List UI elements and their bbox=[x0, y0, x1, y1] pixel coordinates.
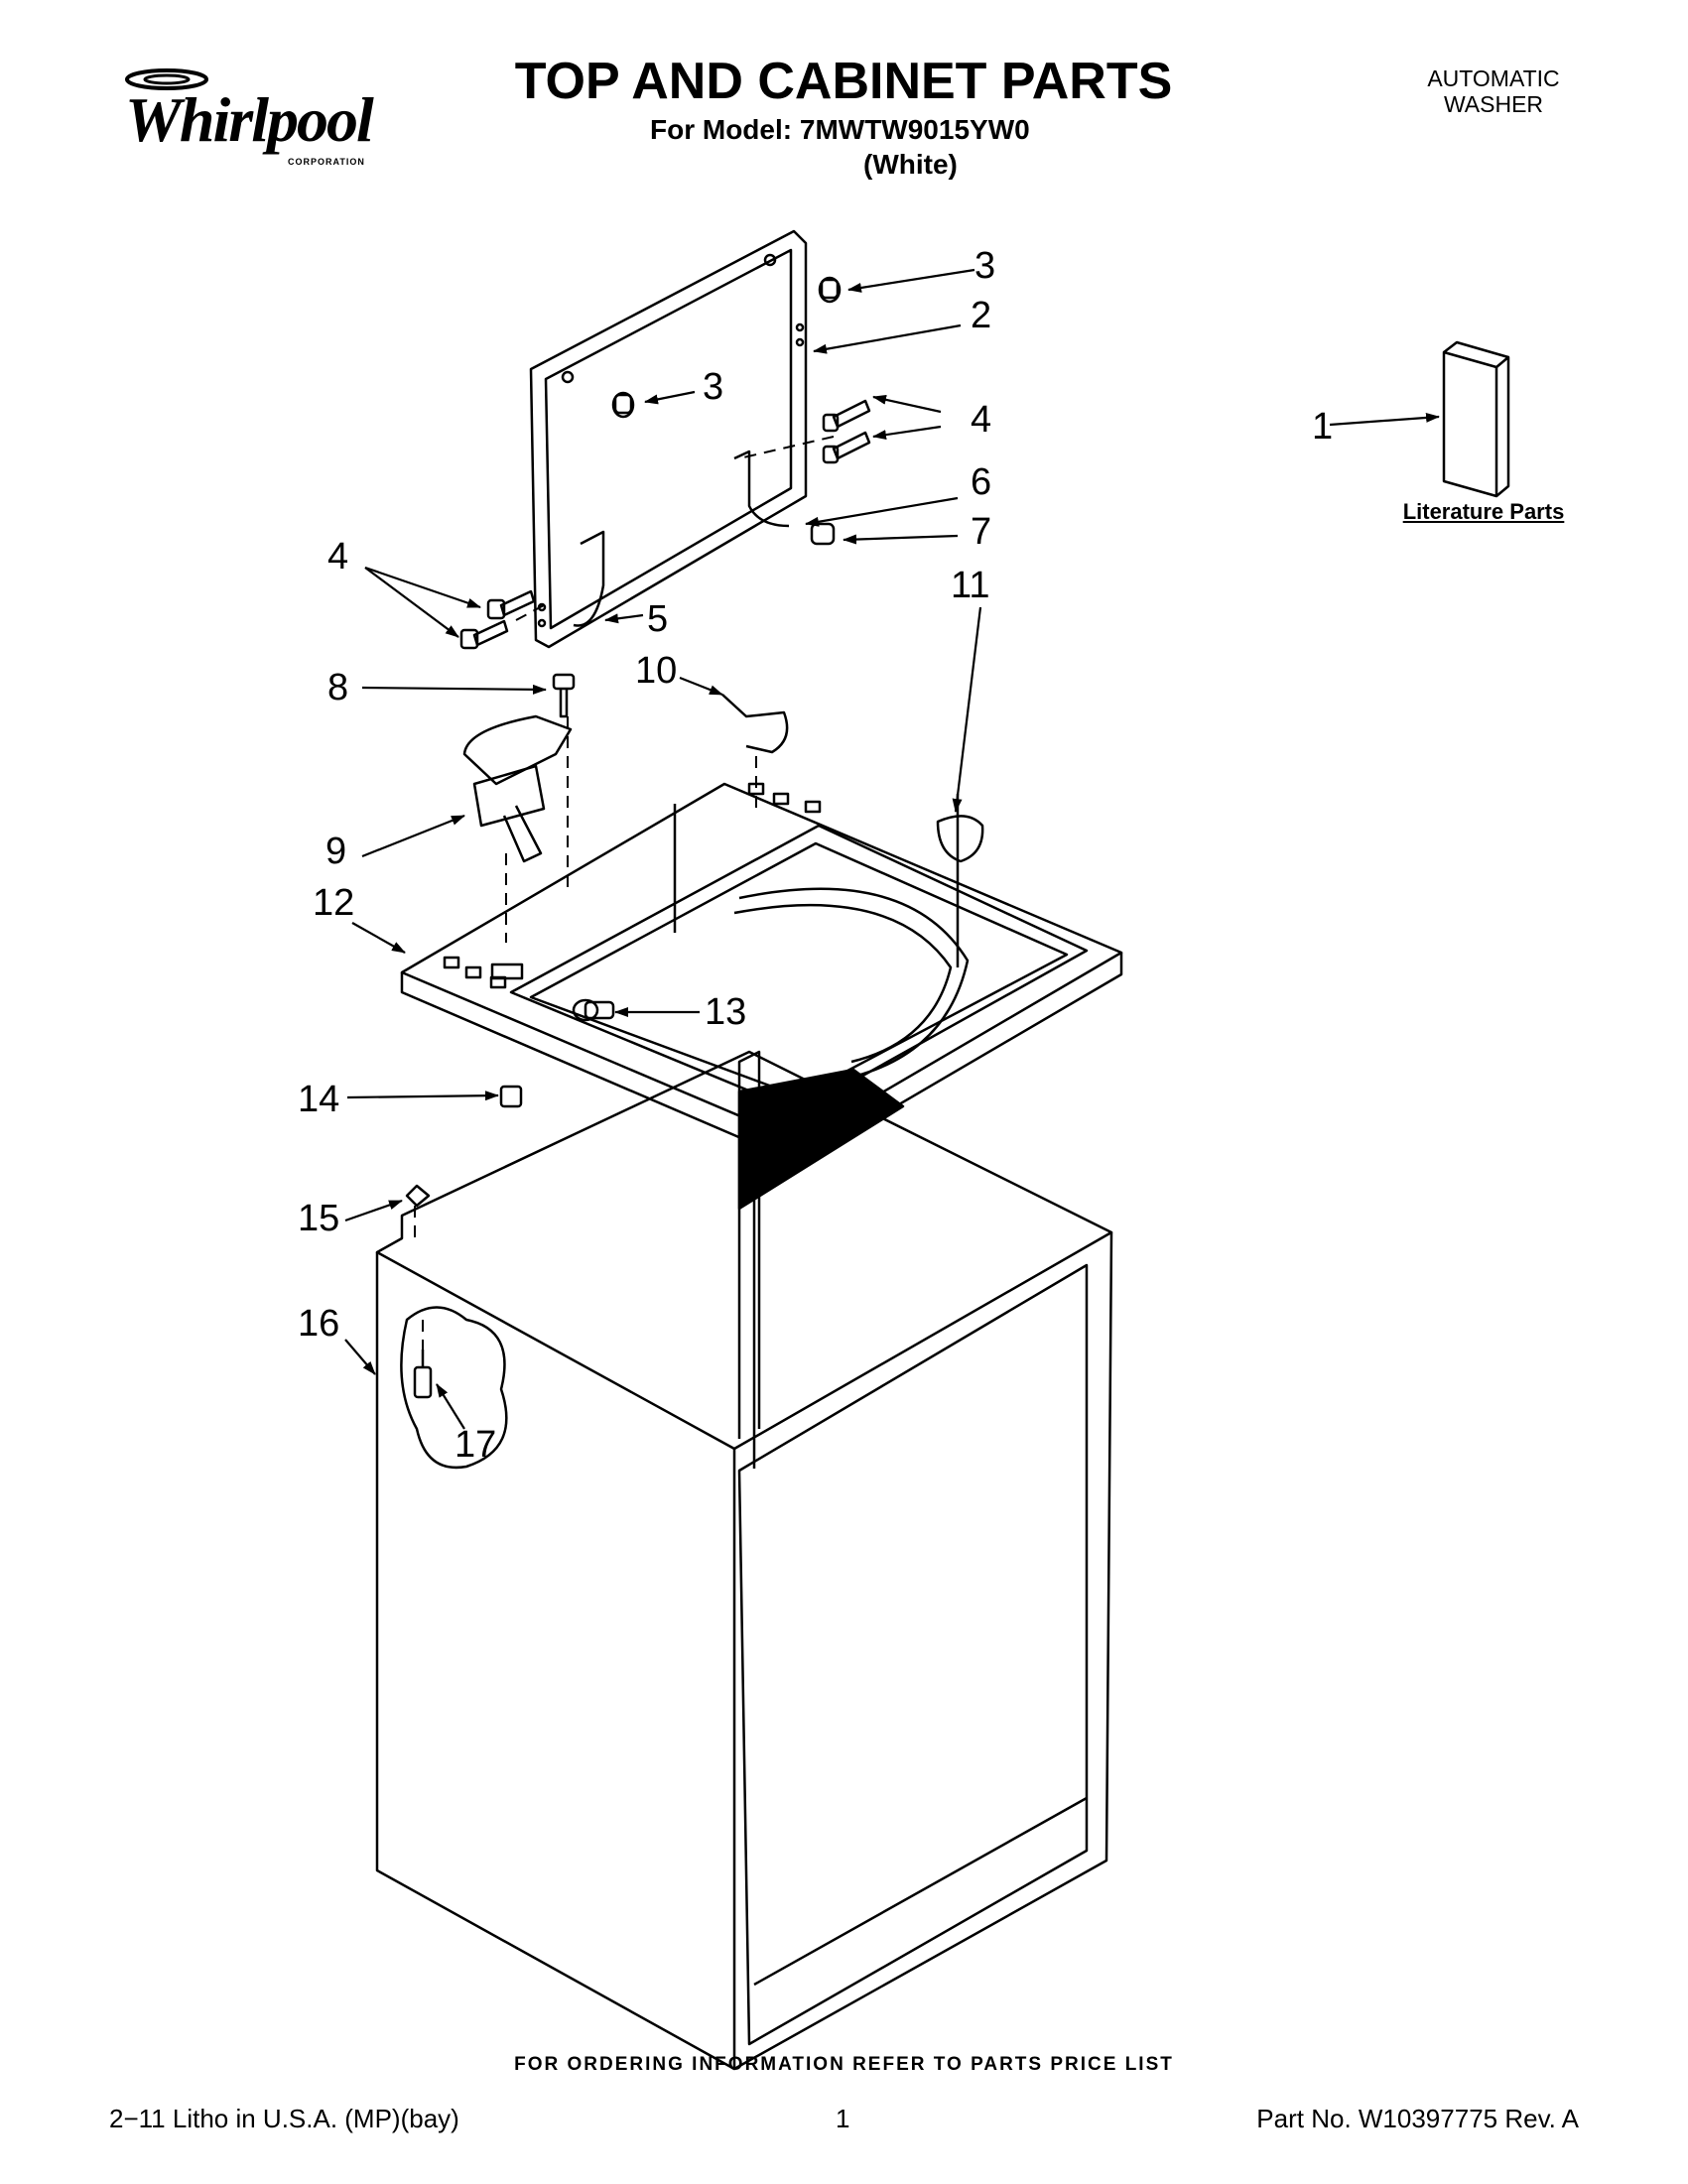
lid-switch bbox=[462, 714, 573, 863]
hinge-rod-right bbox=[733, 450, 790, 528]
screw-left-lower bbox=[459, 619, 509, 650]
doc-type-line-2: WASHER bbox=[1443, 91, 1544, 117]
callout-6: 6 bbox=[971, 461, 991, 503]
whirlpool-logo: Whirlpool CORPORATION bbox=[109, 62, 387, 181]
callout-3-lower: 3 bbox=[703, 366, 723, 408]
lid-bumper-left bbox=[611, 391, 635, 419]
lid-frame bbox=[529, 229, 808, 649]
callout-5: 5 bbox=[647, 598, 668, 640]
callout-16: 16 bbox=[298, 1303, 339, 1345]
hinge-rod-left bbox=[573, 530, 605, 627]
litho-line: 2−11 Litho in U.S.A. (MP)(bay) bbox=[109, 2104, 459, 2133]
page-title: TOP AND CABINET PARTS bbox=[514, 53, 1173, 110]
bracket-clip bbox=[721, 694, 789, 754]
bleach-cover bbox=[936, 815, 984, 863]
callout-15: 15 bbox=[298, 1198, 339, 1239]
ordering-note: FOR ORDERING INFORMATION REFER TO PARTS … bbox=[514, 2054, 1174, 2075]
callout-7: 7 bbox=[971, 511, 991, 553]
screw-left-upper bbox=[486, 589, 536, 620]
tinnerman-clip bbox=[405, 1184, 431, 1208]
callout-17: 17 bbox=[454, 1424, 496, 1466]
doc-type-line-1: AUTOMATIC bbox=[1427, 65, 1560, 91]
callout-9: 9 bbox=[325, 831, 346, 872]
callout-8: 8 bbox=[327, 667, 348, 708]
model-line: For Model: 7MWTW9015YW0 bbox=[650, 114, 1030, 145]
screw-right-upper bbox=[822, 399, 871, 433]
switch-screw bbox=[552, 673, 576, 718]
callout-1: 1 bbox=[1312, 406, 1333, 448]
cabinet-shadow bbox=[737, 1068, 905, 1211]
literature-booklet bbox=[1442, 340, 1510, 498]
cabinet bbox=[375, 1050, 1113, 2071]
logo-wordmark: Whirlpool bbox=[125, 84, 374, 155]
callout-4-right: 4 bbox=[971, 399, 991, 441]
callout-13: 13 bbox=[705, 991, 746, 1033]
logo-swirl-icon bbox=[125, 68, 208, 90]
cabinet-cutaway bbox=[400, 1306, 508, 1470]
callout-12: 12 bbox=[313, 882, 354, 924]
callout-14: 14 bbox=[298, 1079, 339, 1120]
hinge-nut bbox=[810, 522, 836, 546]
part-number: Part No. W10397775 Rev. A bbox=[1256, 2104, 1579, 2133]
logo-corporation: CORPORATION bbox=[288, 157, 365, 167]
page-number: 1 bbox=[836, 2104, 850, 2133]
document-type: AUTOMATIC WASHER bbox=[1389, 65, 1598, 117]
callout-10: 10 bbox=[635, 650, 677, 692]
hex-nut bbox=[499, 1085, 523, 1108]
callout-11: 11 bbox=[951, 565, 989, 606]
callout-4-left: 4 bbox=[327, 536, 348, 578]
color-line: (White) bbox=[863, 149, 958, 180]
lid-bumper-upper bbox=[818, 276, 842, 304]
screw-right-lower bbox=[822, 431, 871, 464]
callout-3-upper: 3 bbox=[974, 245, 995, 287]
fill-inlet bbox=[572, 998, 615, 1022]
callout-2: 2 bbox=[971, 295, 991, 336]
literature-parts-label: Literature Parts bbox=[1402, 499, 1565, 524]
main-top bbox=[400, 782, 1123, 1165]
